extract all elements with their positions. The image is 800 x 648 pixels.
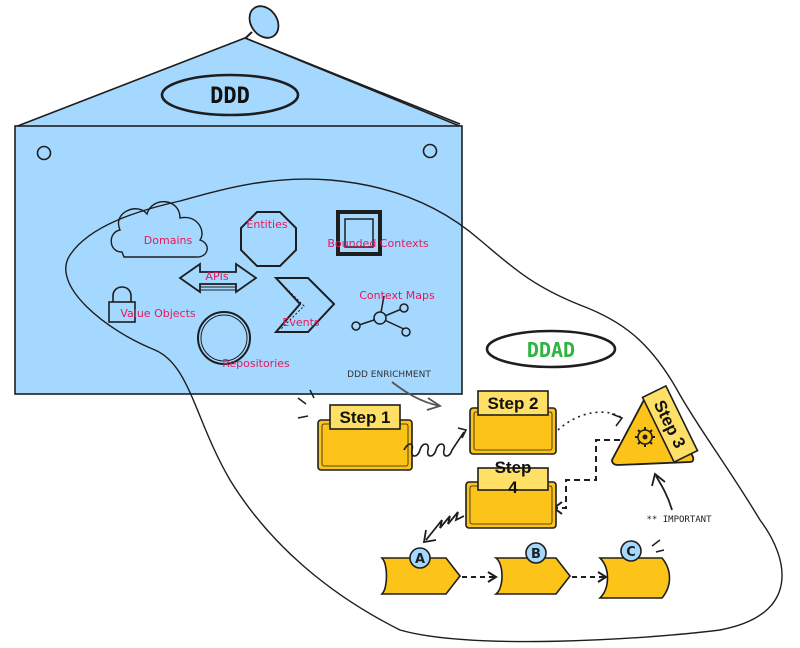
nail-right [422,143,438,159]
spring-icon [403,431,465,457]
node-a [380,547,462,595]
ddad-section: DDAD DDD ENRICHMENT Step 1 Step 2 [297,329,712,599]
label-events: Events [282,316,320,329]
step4-label-line2: 4 [508,478,518,497]
arrowhead-a-b [487,571,498,583]
step4-label-line1: Step [495,458,532,477]
network-icon [351,295,411,337]
node-b [493,542,572,595]
important-note: ** IMPORTANT [646,515,712,525]
arrowhead-b-c [597,571,608,583]
double-arrow-icon [178,262,258,294]
node-c [598,539,671,599]
label-entities: Entities [246,218,287,231]
dotted-arrow-2-3 [557,411,623,431]
zigzag-arrow-4-a [425,511,465,541]
label-repositories: Repositories [222,357,290,370]
node-a-label: A [415,552,425,567]
enrichment-arrow [391,381,441,407]
zigzag-arrowhead [422,529,437,544]
nail-left [36,145,52,161]
ddd-title: DDD [210,84,250,109]
enrichment-label: DDD ENRICHMENT [347,370,431,380]
lock-icon [108,286,136,323]
node-b-label: B [531,547,541,562]
node-c-label: C [626,545,636,560]
dashed-arrow-3-4 [556,439,620,509]
chevron-icon [273,277,336,333]
folder-icon-step4 [465,467,557,529]
label-context-maps: Context Maps [359,289,435,302]
important-arrow [655,475,673,511]
enrichment-arrowhead [426,397,443,411]
ddad-title: DDAD [527,338,575,362]
enclosing-blob [65,178,783,643]
step2-label: Step 2 [487,394,538,413]
ddd-board: DDD Domains Entities Bounded Contexts AP… [14,5,463,395]
circle-icon [197,311,251,365]
label-apis: APIs [205,270,228,283]
square-frame-icon [336,210,382,256]
dotted-arrowhead [611,413,624,427]
step1-label: Step 1 [339,408,390,427]
folder-icon-step2 [469,390,557,455]
label-domains: Domains [144,234,193,247]
label-bounded-contexts: Bounded Contexts [327,237,429,250]
spring-arrowhead [457,427,468,439]
folder-icon-step1 [297,389,413,471]
label-value-objects: Value Objects [120,307,196,320]
ddd-title-ellipse [160,73,300,117]
important-arrowhead [651,472,666,487]
octagon-icon [240,211,297,267]
gear-icon [635,427,655,447]
ddad-title-ellipse [485,329,617,369]
